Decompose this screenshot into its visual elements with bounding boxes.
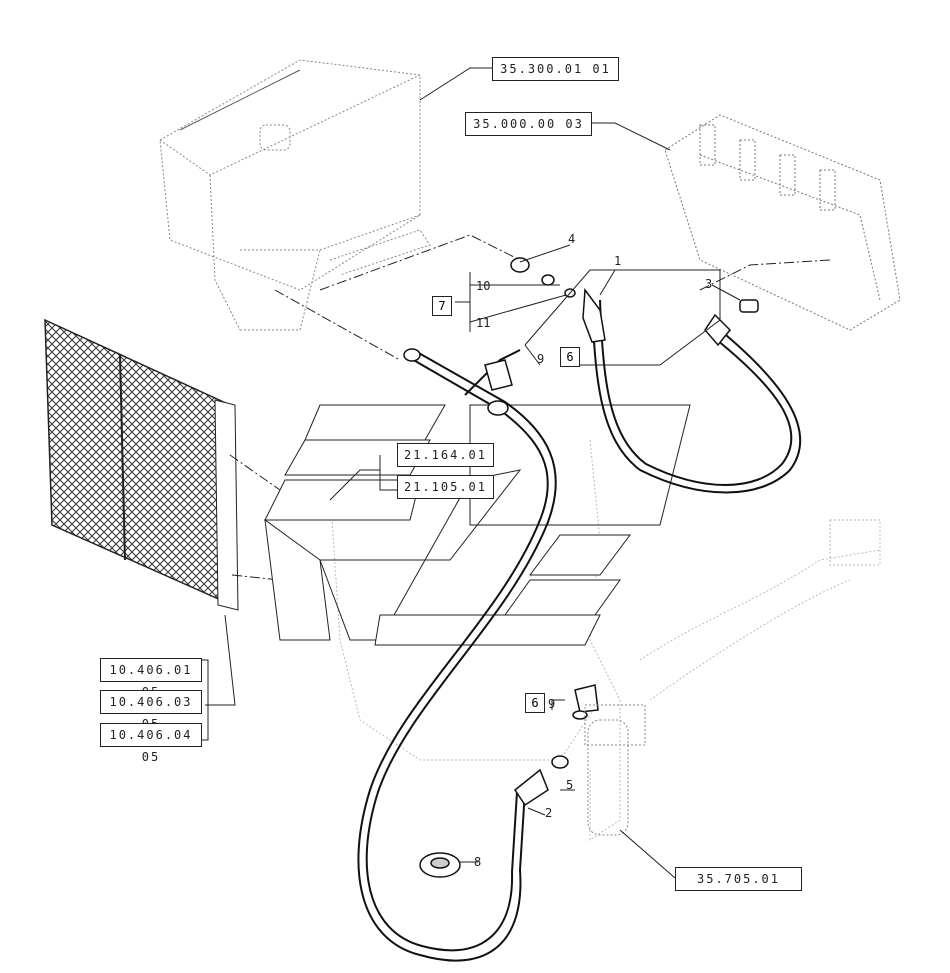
ref-oil-1[interactable]: 21.164.01: [397, 443, 494, 467]
hydraulic-tank: [159, 59, 431, 331]
item-8: 8: [474, 855, 482, 869]
control-valve: [664, 114, 901, 331]
ref-cooler-2[interactable]: 10.406.03 05: [100, 690, 202, 731]
item-9-top: 9: [537, 352, 545, 366]
ref-valve[interactable]: 35.000.00 03: [465, 112, 592, 136]
oil-cooler: [44, 318, 239, 611]
ref-oil-2[interactable]: 21.105.01: [397, 475, 494, 499]
item-7-box: 7: [432, 296, 452, 316]
oil-filter: [584, 704, 646, 836]
callout-leaders: [200, 67, 741, 879]
item-5: 5: [566, 778, 574, 792]
item-6-box-top: 6: [560, 347, 580, 367]
item-4: 4: [568, 232, 576, 246]
item-3: 3: [705, 277, 713, 291]
item-10: 10: [476, 279, 491, 293]
fittings: [403, 257, 759, 878]
item-1: 1: [614, 254, 622, 268]
item-6-box-bottom: 6: [525, 693, 545, 713]
ref-cooler-3[interactable]: 10.406.04 05: [100, 723, 202, 764]
item-2: 2: [545, 806, 553, 820]
item-9-bottom: 9: [548, 697, 556, 711]
reference-sheets: [264, 404, 691, 646]
ghost-piping: [329, 439, 881, 841]
ref-tank[interactable]: 35.300.01 01: [492, 57, 619, 81]
ref-filter[interactable]: 35.705.01: [675, 867, 802, 891]
item-11: 11: [476, 316, 491, 330]
ref-cooler-1[interactable]: 10.406.01 05: [100, 658, 202, 699]
hoses: [357, 299, 802, 962]
